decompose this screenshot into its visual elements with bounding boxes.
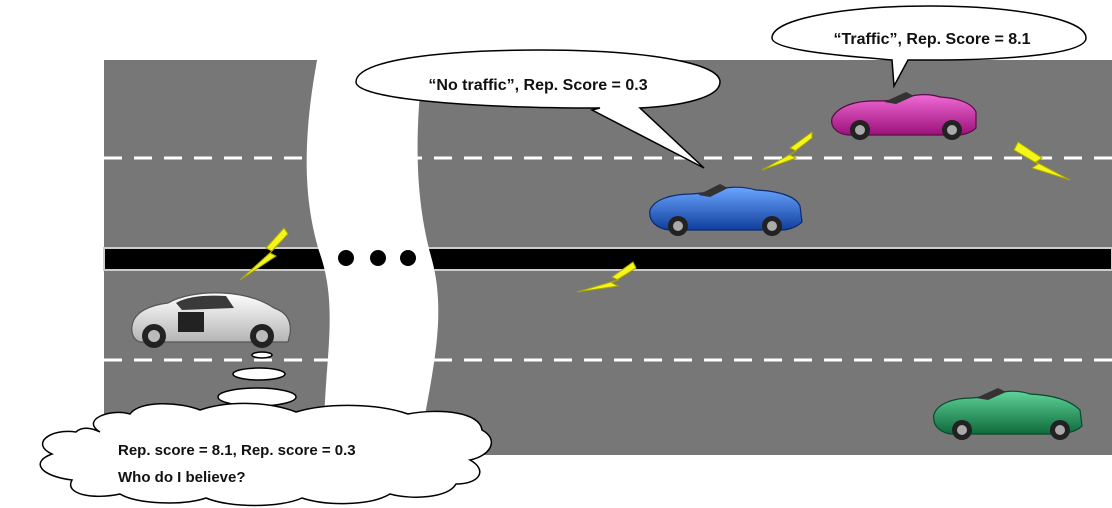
magenta-convertible-car [831, 92, 977, 140]
speech-bubble-no-traffic: “No traffic”, Rep. Score = 0.3 [355, 49, 721, 169]
green-convertible-car [933, 388, 1083, 440]
thought-line-2: Who do I believe? [118, 469, 246, 486]
lightning-bolt-icon [761, 131, 813, 171]
speech-bubble-traffic: “Traffic”, Rep. Score = 8.1 [771, 5, 1087, 89]
thought-trail [217, 351, 297, 407]
white-sports-car [131, 292, 291, 348]
thought-line-1: Rep. score = 8.1, Rep. score = 0.3 [118, 442, 356, 459]
ellipsis-dots [338, 250, 416, 266]
no-traffic-report-text: “No traffic”, Rep. Score = 0.3 [428, 77, 647, 94]
thought-cloud [39, 402, 493, 507]
blue-convertible-car [649, 184, 803, 236]
lightning-bolt-icon [576, 261, 637, 293]
lightning-bolt-icon [239, 227, 289, 281]
traffic-report-text: “Traffic”, Rep. Score = 8.1 [834, 31, 1031, 48]
lightning-bolt-icon [1013, 141, 1071, 181]
